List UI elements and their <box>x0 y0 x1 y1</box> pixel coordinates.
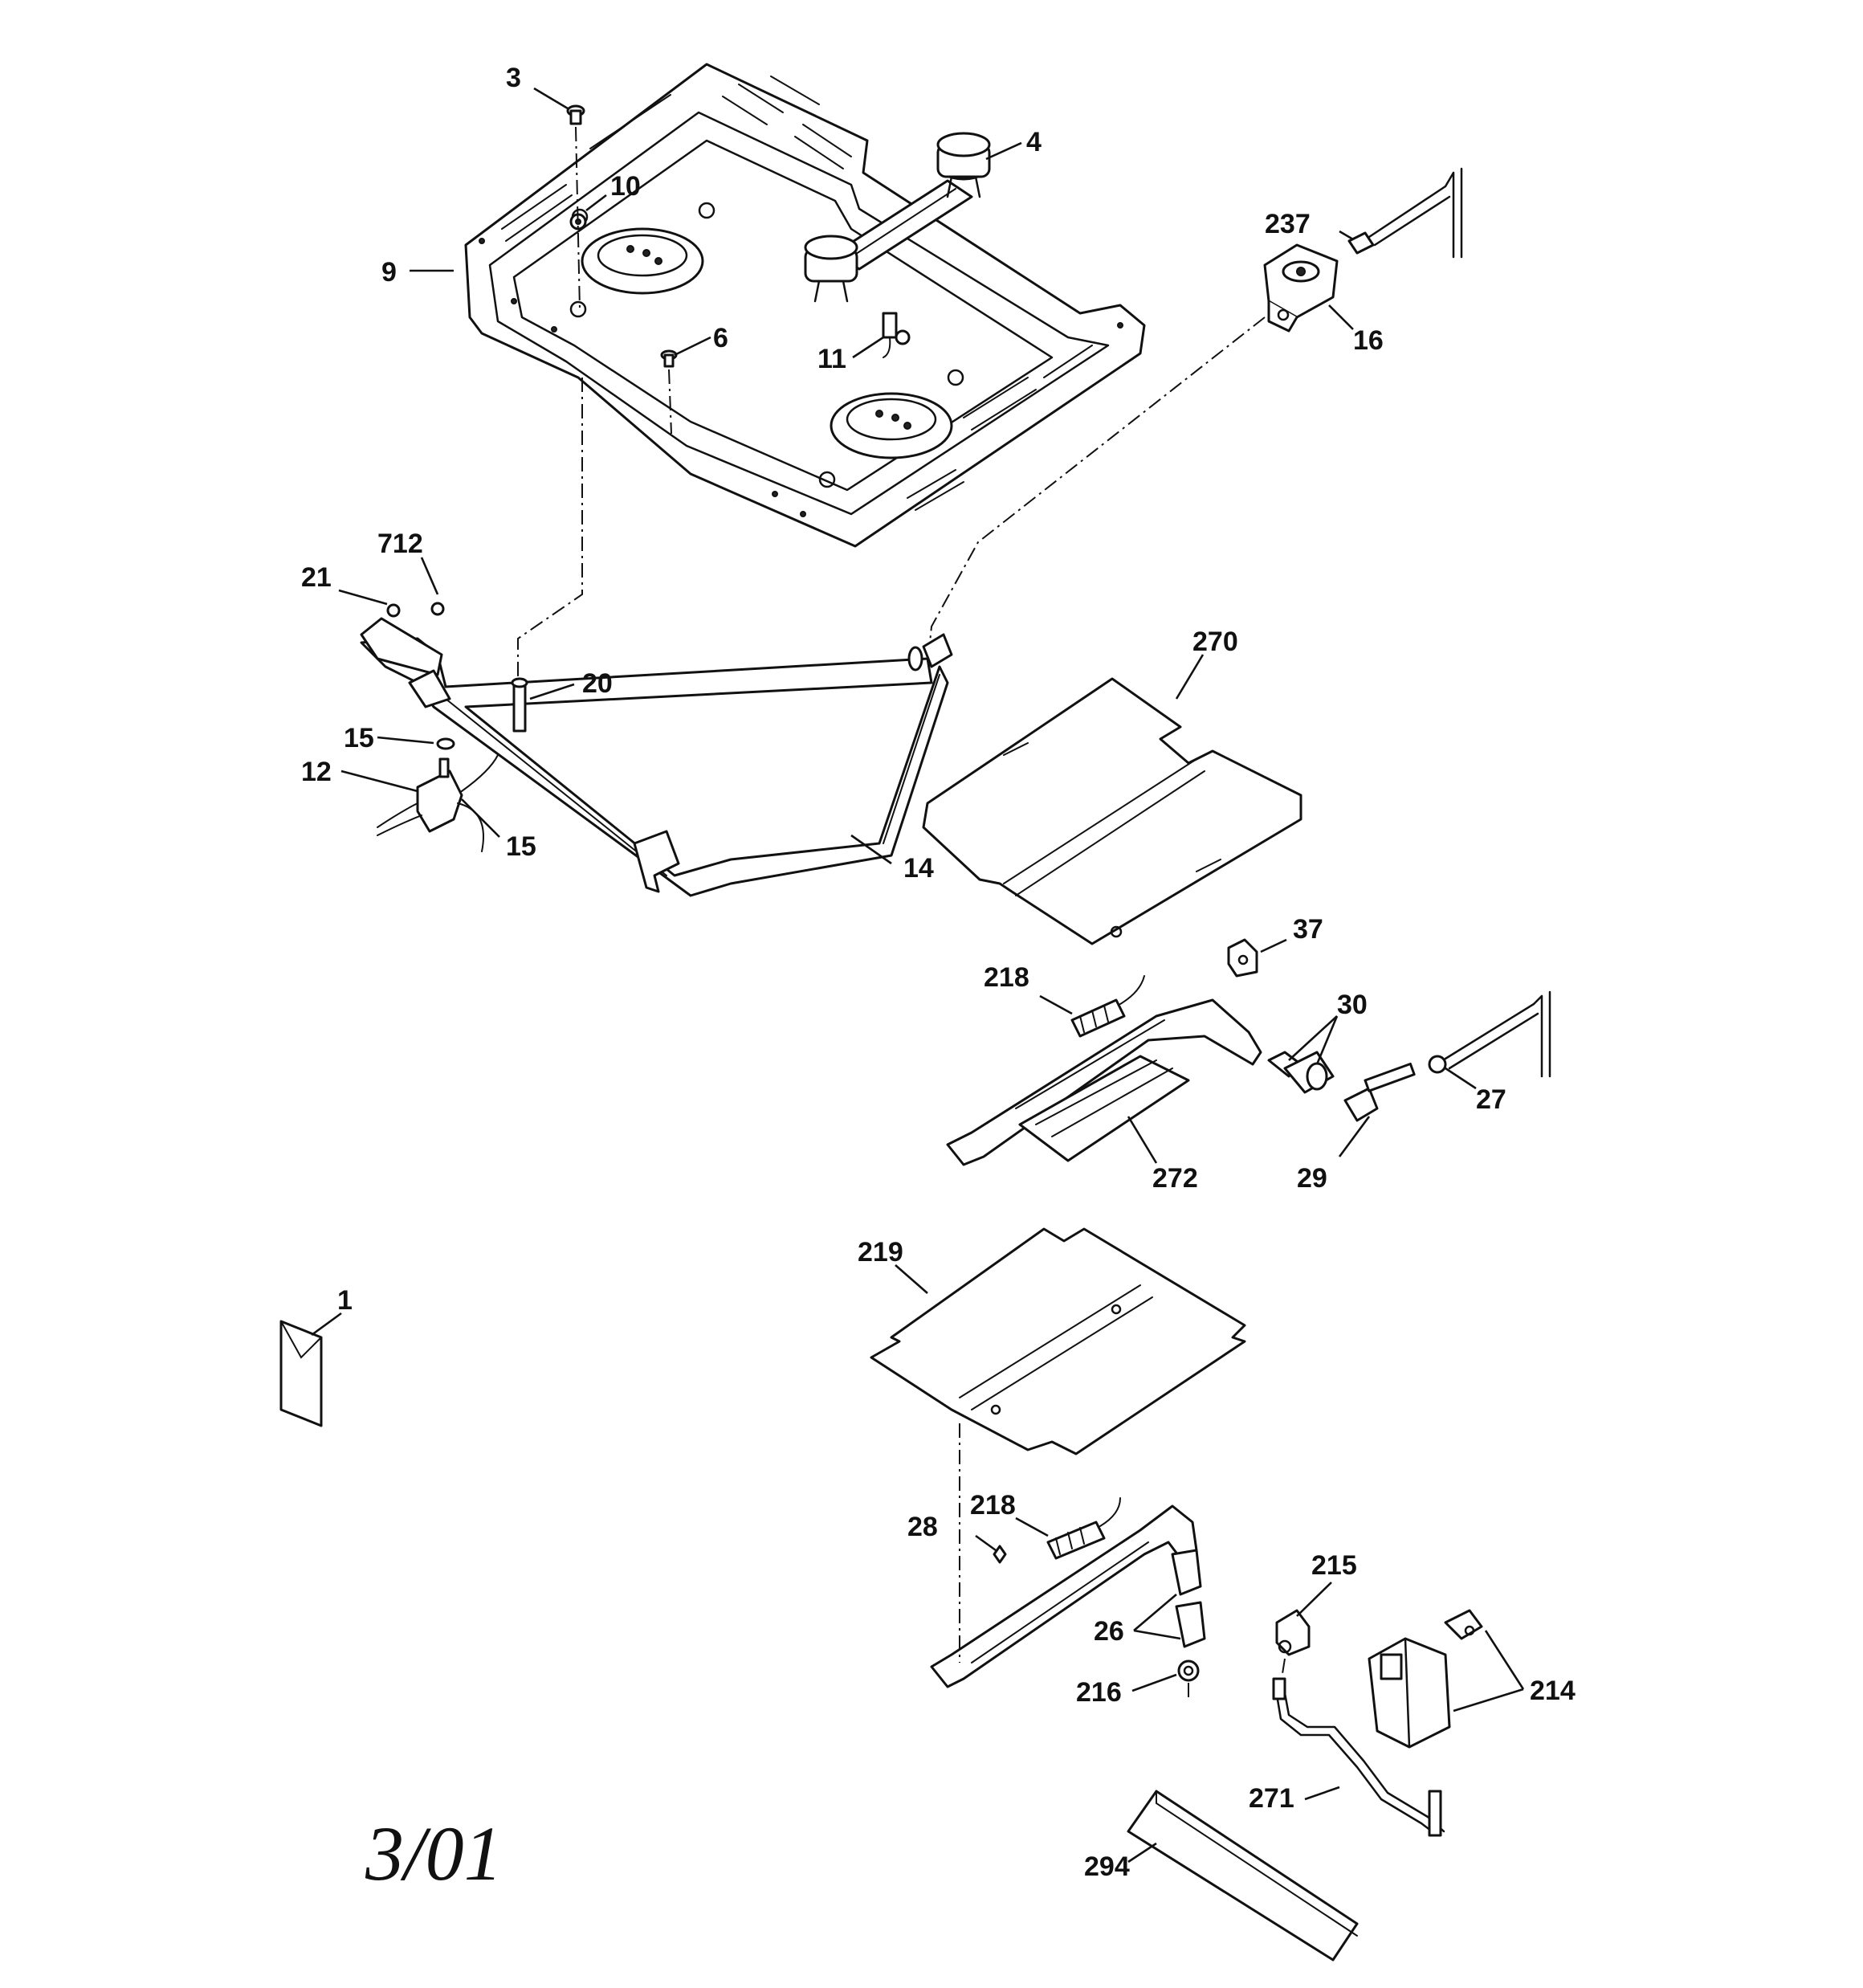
heat-shield-part-219 <box>870 1227 1246 1455</box>
callout-26: 26 <box>1094 1616 1124 1647</box>
callout-16: 16 <box>1353 325 1384 356</box>
washer-part-15a <box>436 737 455 750</box>
callout-labels: 3 4 10 9 6 11 237 16 712 21 20 15 12 15 … <box>301 63 1576 1882</box>
support-bracket-part-294 <box>1127 1790 1359 1961</box>
callout-15a: 15 <box>344 723 374 753</box>
screw-part-3 <box>566 104 585 125</box>
burner-tube-part-26 <box>930 1504 1206 1688</box>
callout-30: 30 <box>1337 990 1368 1020</box>
callout-15b: 15 <box>506 831 536 862</box>
callout-9: 9 <box>381 257 397 288</box>
callout-1: 1 <box>337 1285 353 1316</box>
valve-part-12 <box>377 754 499 852</box>
callout-12: 12 <box>301 757 332 787</box>
burner-tube-part-272 <box>946 998 1262 1166</box>
callout-215: 215 <box>1311 1550 1357 1581</box>
orifice-part-29 <box>1343 1062 1416 1122</box>
screw-part-21 <box>386 603 401 618</box>
callout-237: 237 <box>1265 209 1311 239</box>
callout-29: 29 <box>1297 1163 1327 1194</box>
callout-219: 219 <box>858 1237 903 1268</box>
screw-part-28 <box>993 1545 1007 1564</box>
nut-part-216 <box>1177 1659 1200 1682</box>
electrode-part-218a <box>1070 975 1145 1038</box>
burner-valve-assembly-part-4 <box>804 132 991 303</box>
screw-part-712 <box>430 602 445 616</box>
manifold-pipe-part-14 <box>360 617 953 897</box>
callout-27: 27 <box>1476 1084 1506 1115</box>
callout-28: 28 <box>907 1512 938 1542</box>
electrode-part-218b <box>1046 1497 1121 1560</box>
callout-294: 294 <box>1084 1851 1130 1882</box>
callout-4: 4 <box>1026 127 1042 157</box>
callout-270: 270 <box>1192 627 1238 657</box>
heat-shield-part-270 <box>922 677 1302 945</box>
gas-tube-part-271 <box>1272 1677 1445 1837</box>
burner-box-part-9 <box>464 63 1146 548</box>
leader-lines <box>311 87 1525 1863</box>
callout-10: 10 <box>610 171 641 202</box>
callout-14: 14 <box>903 853 934 884</box>
callout-712: 712 <box>377 529 423 559</box>
assembly-lines <box>517 126 1286 1699</box>
callout-6: 6 <box>713 323 728 353</box>
spud-part-30 <box>1267 1051 1335 1094</box>
callout-214: 214 <box>1530 1676 1576 1706</box>
callout-216: 216 <box>1076 1677 1122 1708</box>
screw-part-6 <box>660 349 678 368</box>
callout-20: 20 <box>582 668 613 699</box>
valve-bracket-part-214 <box>1368 1609 1483 1749</box>
callout-3: 3 <box>506 63 521 93</box>
clip-part-11 <box>882 312 911 358</box>
bracket-part-37 <box>1227 938 1258 978</box>
callout-272: 272 <box>1152 1163 1198 1194</box>
gas-tube-part-27 <box>1428 990 1551 1078</box>
fitting-tube-part-237 <box>1347 167 1463 259</box>
callout-21: 21 <box>301 562 332 593</box>
bracket-part-215 <box>1275 1609 1311 1656</box>
regulator-part-16 <box>1263 243 1339 333</box>
callout-218b: 218 <box>970 1490 1016 1521</box>
callout-271: 271 <box>1249 1783 1294 1814</box>
manual-part-1 <box>279 1320 323 1427</box>
orifice-part-20 <box>511 677 528 733</box>
callout-37: 37 <box>1293 914 1323 945</box>
callout-11: 11 <box>817 344 846 374</box>
date-stamp: 3/01 <box>365 1810 503 1896</box>
callout-218a: 218 <box>984 962 1029 993</box>
